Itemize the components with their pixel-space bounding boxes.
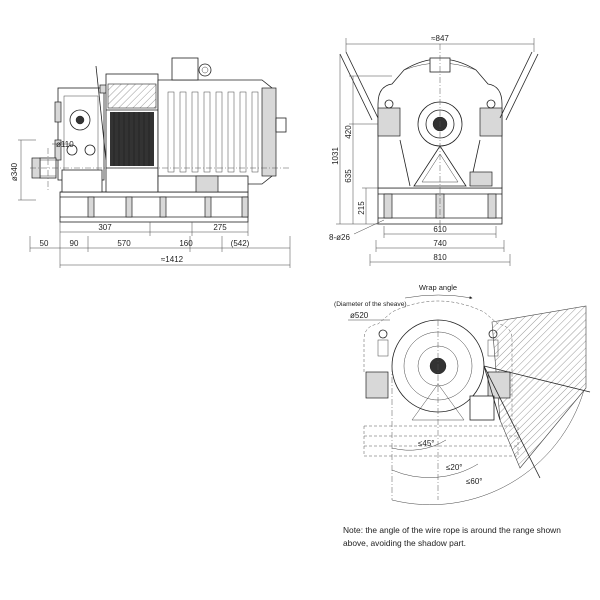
dim-d520: ø520	[350, 311, 369, 320]
dim-d340: ø340	[10, 162, 19, 181]
forbidden-zone	[491, 305, 587, 469]
rope-angle-lines	[391, 320, 591, 505]
wire-rope-note: Note: the angle of the wire rope is arou…	[343, 525, 561, 548]
side-view: ≈847 1031 420 635 215 8-ø26 610	[329, 34, 539, 266]
side-brake-arms	[339, 51, 539, 121]
dim-610: 610	[433, 225, 447, 234]
front-motor	[157, 57, 287, 193]
dim-420: 420	[344, 125, 353, 139]
dim-holes: 8-ø26	[329, 233, 350, 242]
dim-542: (542)	[231, 239, 250, 248]
dim-50: 50	[40, 239, 49, 248]
dim-215: 215	[357, 201, 366, 215]
front-dimensions: ø340 ø110 307 275 50 90 570 160 (542)	[10, 139, 291, 268]
dim-307: 307	[98, 223, 112, 232]
angle-60: ≤60°	[466, 477, 483, 486]
dim-90: 90	[70, 239, 79, 248]
dim-847: ≈847	[431, 34, 449, 43]
dim-740: 740	[433, 239, 447, 248]
dim-810: 810	[433, 253, 447, 262]
dim-1031: 1031	[331, 147, 340, 165]
front-gearbox	[54, 84, 111, 193]
dim-275: 275	[213, 223, 227, 232]
side-dimensions: ≈847 1031 420 635 215 8-ø26 610	[329, 34, 535, 266]
dim-d110: ø110	[56, 140, 74, 149]
front-handwheel	[31, 148, 57, 190]
front-sheave	[105, 73, 159, 193]
dim-635: 635	[344, 169, 353, 183]
dim-160: 160	[179, 239, 193, 248]
dim-1412: ≈1412	[161, 255, 184, 264]
angle-20: ≤20°	[446, 463, 463, 472]
dim-570: 570	[117, 239, 131, 248]
front-view: ø340 ø110 307 275 50 90 570 160 (542)	[10, 57, 291, 268]
sheave-caption: (Diameter of the sheave)	[334, 301, 407, 308]
front-base-frame	[59, 191, 249, 223]
wrap-angle-title: Wrap angle	[419, 283, 457, 292]
side-base-frame	[377, 187, 503, 225]
angle-45: ≤45°	[418, 439, 435, 448]
wrap-angle-view: Wrap angle (Diameter of the sheave) ø520	[334, 283, 591, 505]
